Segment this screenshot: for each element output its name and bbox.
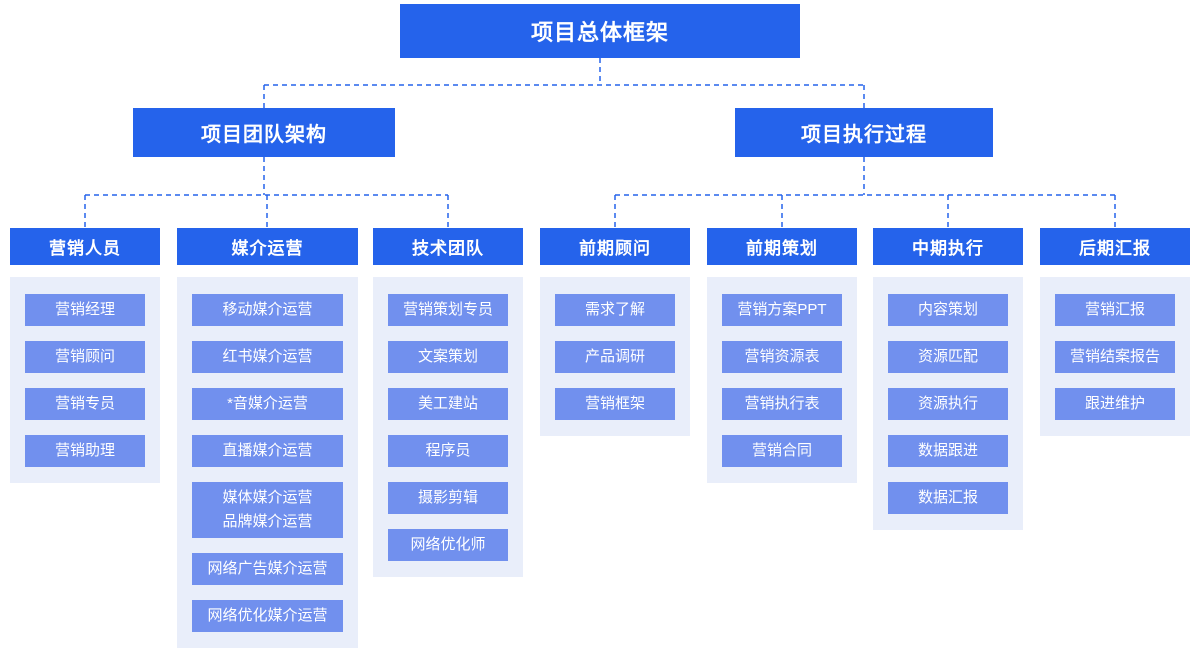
org-item-label: 内容策划 xyxy=(917,301,978,318)
org-item: 数据跟进 xyxy=(888,435,1008,467)
org-item-label: 营销策划专员 xyxy=(402,301,493,318)
column-panel: 营销汇报 营销结案报告 跟进维护 xyxy=(1040,277,1190,436)
org-item: 营销经理 xyxy=(25,294,145,326)
org-item: 需求了解 xyxy=(555,294,675,326)
org-item-label: 资源匹配 xyxy=(917,348,978,365)
org-item: 营销汇报 xyxy=(1055,294,1175,326)
org-item: 内容策划 xyxy=(888,294,1008,326)
org-item: 直播媒介运营 xyxy=(192,435,343,467)
org-item-label: 品牌媒介运营 xyxy=(222,513,313,530)
org-item: 营销资源表 xyxy=(722,341,842,373)
column-panel: 移动媒介运营 红书媒介运营 *音媒介运营 直播媒介运营 媒体媒介运营 品牌媒介运… xyxy=(177,277,358,648)
org-item: 美工建站 xyxy=(388,388,508,420)
column-panel: 营销策划专员 文案策划 美工建站 程序员 摄影剪辑 网络优化师 xyxy=(373,277,523,577)
org-item-label: 红书媒介运营 xyxy=(222,348,313,365)
org-item-label: 文案策划 xyxy=(417,348,478,365)
column-header-label: 中期执行 xyxy=(912,239,984,258)
column-header-mid-execution: 中期执行 xyxy=(873,228,1023,265)
org-item: 跟进维护 xyxy=(1055,388,1175,420)
branch-node-process: 项目执行过程 xyxy=(735,108,993,157)
org-item: 营销合同 xyxy=(722,435,842,467)
column-header-marketing-staff: 营销人员 xyxy=(10,228,160,265)
org-item: 数据汇报 xyxy=(888,482,1008,514)
branch-node-label: 项目团队架构 xyxy=(201,124,327,146)
org-item: 移动媒介运营 xyxy=(192,294,343,326)
org-item-label: 营销专员 xyxy=(54,395,115,412)
column-panel: 营销方案PPT 营销资源表 营销执行表 营销合同 xyxy=(707,277,857,483)
root-node-label: 项目总体框架 xyxy=(530,20,669,45)
org-item-label: 直播媒介运营 xyxy=(222,442,313,459)
org-item-label: 营销助理 xyxy=(54,442,115,459)
org-item-label: 产品调研 xyxy=(584,348,645,365)
org-item-label: 网络优化媒介运营 xyxy=(207,607,328,624)
org-item: 资源匹配 xyxy=(888,341,1008,373)
org-item-label: 数据汇报 xyxy=(917,489,978,506)
org-item: 媒体媒介运营 品牌媒介运营 xyxy=(192,482,343,538)
org-item-label: 网络优化师 xyxy=(410,536,486,553)
column-panel: 内容策划 资源匹配 资源执行 数据跟进 数据汇报 xyxy=(873,277,1023,530)
org-item: 营销顾问 xyxy=(25,341,145,373)
org-item-label: 需求了解 xyxy=(584,301,645,318)
org-item: 网络广告媒介运营 xyxy=(192,553,343,585)
branch-node-team: 项目团队架构 xyxy=(133,108,395,157)
org-item: 摄影剪辑 xyxy=(388,482,508,514)
org-item-label: 跟进维护 xyxy=(1084,395,1145,412)
org-item: 网络优化师 xyxy=(388,529,508,561)
root-node: 项目总体框架 xyxy=(400,4,800,58)
org-item: 文案策划 xyxy=(388,341,508,373)
org-item: 营销助理 xyxy=(25,435,145,467)
org-item: 程序员 xyxy=(388,435,508,467)
org-item-label: 营销方案PPT xyxy=(737,301,827,318)
org-item-label: 营销经理 xyxy=(54,301,115,318)
branch-node-label: 项目执行过程 xyxy=(801,124,927,146)
org-item-label: 营销汇报 xyxy=(1084,301,1145,318)
org-item: 资源执行 xyxy=(888,388,1008,420)
column-header-early-consult: 前期顾问 xyxy=(540,228,690,265)
org-item: 营销策划专员 xyxy=(388,294,508,326)
org-item-label: 营销执行表 xyxy=(744,395,820,412)
org-item: *音媒介运营 xyxy=(192,388,343,420)
org-item: 网络优化媒介运营 xyxy=(192,600,343,632)
org-item: 营销方案PPT xyxy=(722,294,842,326)
column-header-label: 技术团队 xyxy=(412,239,484,258)
org-item-label: 资源执行 xyxy=(917,395,978,412)
org-item-label: 媒体媒介运营 xyxy=(222,489,313,506)
org-item: 营销结案报告 xyxy=(1055,341,1175,373)
org-item: 营销框架 xyxy=(555,388,675,420)
org-item-label: 美工建站 xyxy=(417,395,478,412)
column-header-label: 前期策划 xyxy=(746,239,818,258)
org-item: 营销执行表 xyxy=(722,388,842,420)
org-item-label: *音媒介运营 xyxy=(227,395,308,412)
org-item-label: 移动媒介运营 xyxy=(222,301,313,318)
org-item: 红书媒介运营 xyxy=(192,341,343,373)
org-item-label: 摄影剪辑 xyxy=(417,489,478,506)
org-item-label: 营销合同 xyxy=(751,442,812,459)
column-panel: 营销经理 营销顾问 营销专员 营销助理 xyxy=(10,277,160,483)
column-header-label: 前期顾问 xyxy=(579,239,651,258)
column-header-final-report: 后期汇报 xyxy=(1040,228,1190,265)
column-header-tech-team: 技术团队 xyxy=(373,228,523,265)
column-panel: 需求了解 产品调研 营销框架 xyxy=(540,277,690,436)
org-item-label: 程序员 xyxy=(425,442,471,459)
org-item: 营销专员 xyxy=(25,388,145,420)
org-item: 产品调研 xyxy=(555,341,675,373)
column-header-label: 营销人员 xyxy=(49,239,121,258)
org-item-label: 营销顾问 xyxy=(54,348,115,365)
column-header-media-operation: 媒介运营 xyxy=(177,228,358,265)
column-header-label: 媒介运营 xyxy=(231,239,304,258)
org-item-label: 营销结案报告 xyxy=(1069,348,1160,365)
org-item-label: 数据跟进 xyxy=(917,442,978,459)
column-header-early-planning: 前期策划 xyxy=(707,228,857,265)
org-item-label: 营销框架 xyxy=(584,395,645,412)
column-header-label: 后期汇报 xyxy=(1079,239,1151,258)
org-item-label: 营销资源表 xyxy=(744,348,820,365)
org-item-label: 网络广告媒介运营 xyxy=(207,560,328,577)
